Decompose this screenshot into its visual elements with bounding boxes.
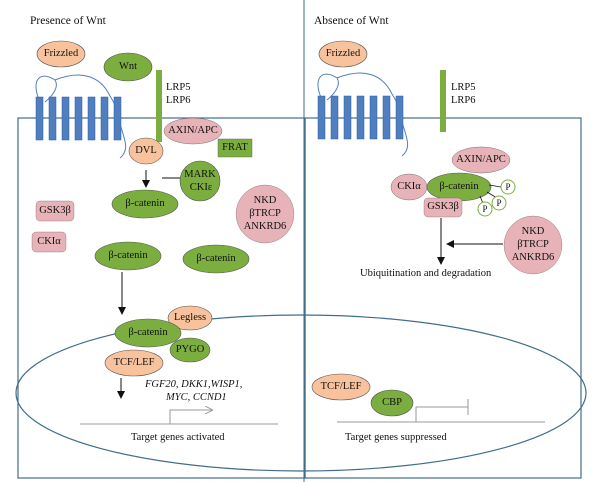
nucleus: [15, 314, 587, 472]
frat-label: FRAT: [222, 141, 248, 153]
nkd-complex-oval-left: [235, 184, 295, 244]
axin-apc-label-right: AXIN/APC: [456, 153, 506, 165]
phosphate-label-1: P: [505, 181, 511, 192]
cbp-label: CBP: [382, 396, 402, 408]
tcf-lef-label-left: TCF/LEF: [113, 356, 155, 368]
target-genes-line1: FGF20, DKK1,WISP1,: [145, 379, 243, 390]
frizzled-label-right: Frizzled: [325, 47, 361, 59]
pygo-oval: [169, 337, 211, 363]
ankrd6-label-right: ANKRD6: [511, 251, 555, 263]
ubiquitination-label: Ubiquitination and degradation: [360, 268, 492, 279]
cki-alpha-label-left: CKIα: [37, 235, 61, 247]
beta-catenin-oval-2: [94, 241, 162, 271]
phosphate-3: [477, 201, 493, 217]
gsk3b-box-right: [423, 197, 463, 218]
ankrd6-label-left: ANKRD6: [243, 220, 287, 232]
cbp-oval: [370, 389, 414, 417]
frizzled-label-left: Frizzled: [43, 47, 79, 59]
lrp6-label-right: LRP6: [451, 95, 476, 106]
gsk3b-box-left: [35, 200, 75, 222]
target-genes-suppressed: Target genes suppressed: [345, 432, 447, 443]
gsk3b-label-left: GSK3β: [39, 204, 71, 216]
beta-catenin-oval-4: [114, 318, 182, 348]
lrp5-label-right: LRP5: [451, 82, 476, 93]
tcf-lef-oval-right: [311, 373, 371, 401]
left-panel-title: Presence of Wnt: [30, 15, 106, 27]
beta-catenin-oval-3: [182, 244, 250, 274]
mark-label: MARK: [184, 168, 216, 180]
cki-alpha-label-right: CKIα: [397, 180, 421, 192]
lrp-receptor-left: [156, 70, 162, 142]
tcf-lef-oval-left: [104, 349, 164, 377]
btrcp-label-left: βTRCP: [249, 207, 281, 219]
axin-apc-oval-left: [163, 117, 223, 145]
axin-apc-oval-right: [451, 146, 511, 174]
frizzled-receptor-left: [35, 96, 122, 141]
phosphate-label-2: P: [496, 197, 502, 208]
target-genes-line2: MYC, CCND1: [166, 392, 227, 403]
frat-box: [217, 138, 253, 158]
mark-cki-oval: [179, 160, 221, 202]
dvl-label: DVL: [135, 144, 157, 156]
axin-apc-label-left: AXIN/APC: [168, 124, 218, 136]
dvl-oval: [128, 137, 164, 165]
right-panel-title: Absence of Wnt: [314, 15, 389, 27]
frizzled-loop-right: [317, 72, 409, 157]
pygo-label: PYGO: [175, 343, 205, 355]
legless-label: Legless: [173, 311, 207, 323]
gene-repressor-right: [415, 399, 469, 422]
gene-promoter-arrow-left: [169, 410, 212, 424]
lrp6-label-left: LRP6: [166, 95, 191, 106]
nkd-label-right: NKD: [521, 225, 545, 237]
gsk3b-label-right: GSK3β: [427, 200, 459, 212]
lrp5-label-left: LRP5: [166, 82, 191, 93]
legless-oval: [167, 305, 213, 331]
tcf-lef-label-right: TCF/LEF: [320, 380, 362, 392]
nkd-complex-oval-right: [503, 215, 563, 275]
frizzled-oval-right: [318, 40, 368, 68]
wnt-oval: [103, 52, 153, 82]
wnt-label: Wnt: [118, 60, 138, 72]
phosphate-2: [491, 195, 507, 211]
target-genes-activated: Target genes activated: [131, 432, 225, 443]
frizzled-receptor-right: [317, 95, 404, 140]
cki-alpha-box-left: [31, 231, 67, 253]
beta-catenin-label-4: β-catenin: [128, 326, 168, 338]
lrp-receptor-right: [440, 70, 446, 132]
beta-catenin-label-3: β-catenin: [196, 252, 236, 264]
cell-membrane-right: [304, 117, 582, 479]
btrcp-label-right: βTRCP: [517, 238, 549, 250]
frizzled-loop-left: [35, 74, 127, 159]
beta-catenin-oval-1: [111, 189, 179, 219]
frizzled-oval-left: [36, 40, 86, 68]
cki-epsilon-label: CKIε: [189, 181, 213, 193]
beta-catenin-label-2: β-catenin: [108, 249, 148, 261]
phosphate-1: [500, 179, 516, 195]
nkd-label-left: NKD: [253, 194, 277, 206]
beta-catenin-label-right: β-catenin: [439, 180, 479, 192]
phosphate-label-3: P: [482, 203, 488, 214]
beta-catenin-label-1: β-catenin: [125, 197, 165, 209]
